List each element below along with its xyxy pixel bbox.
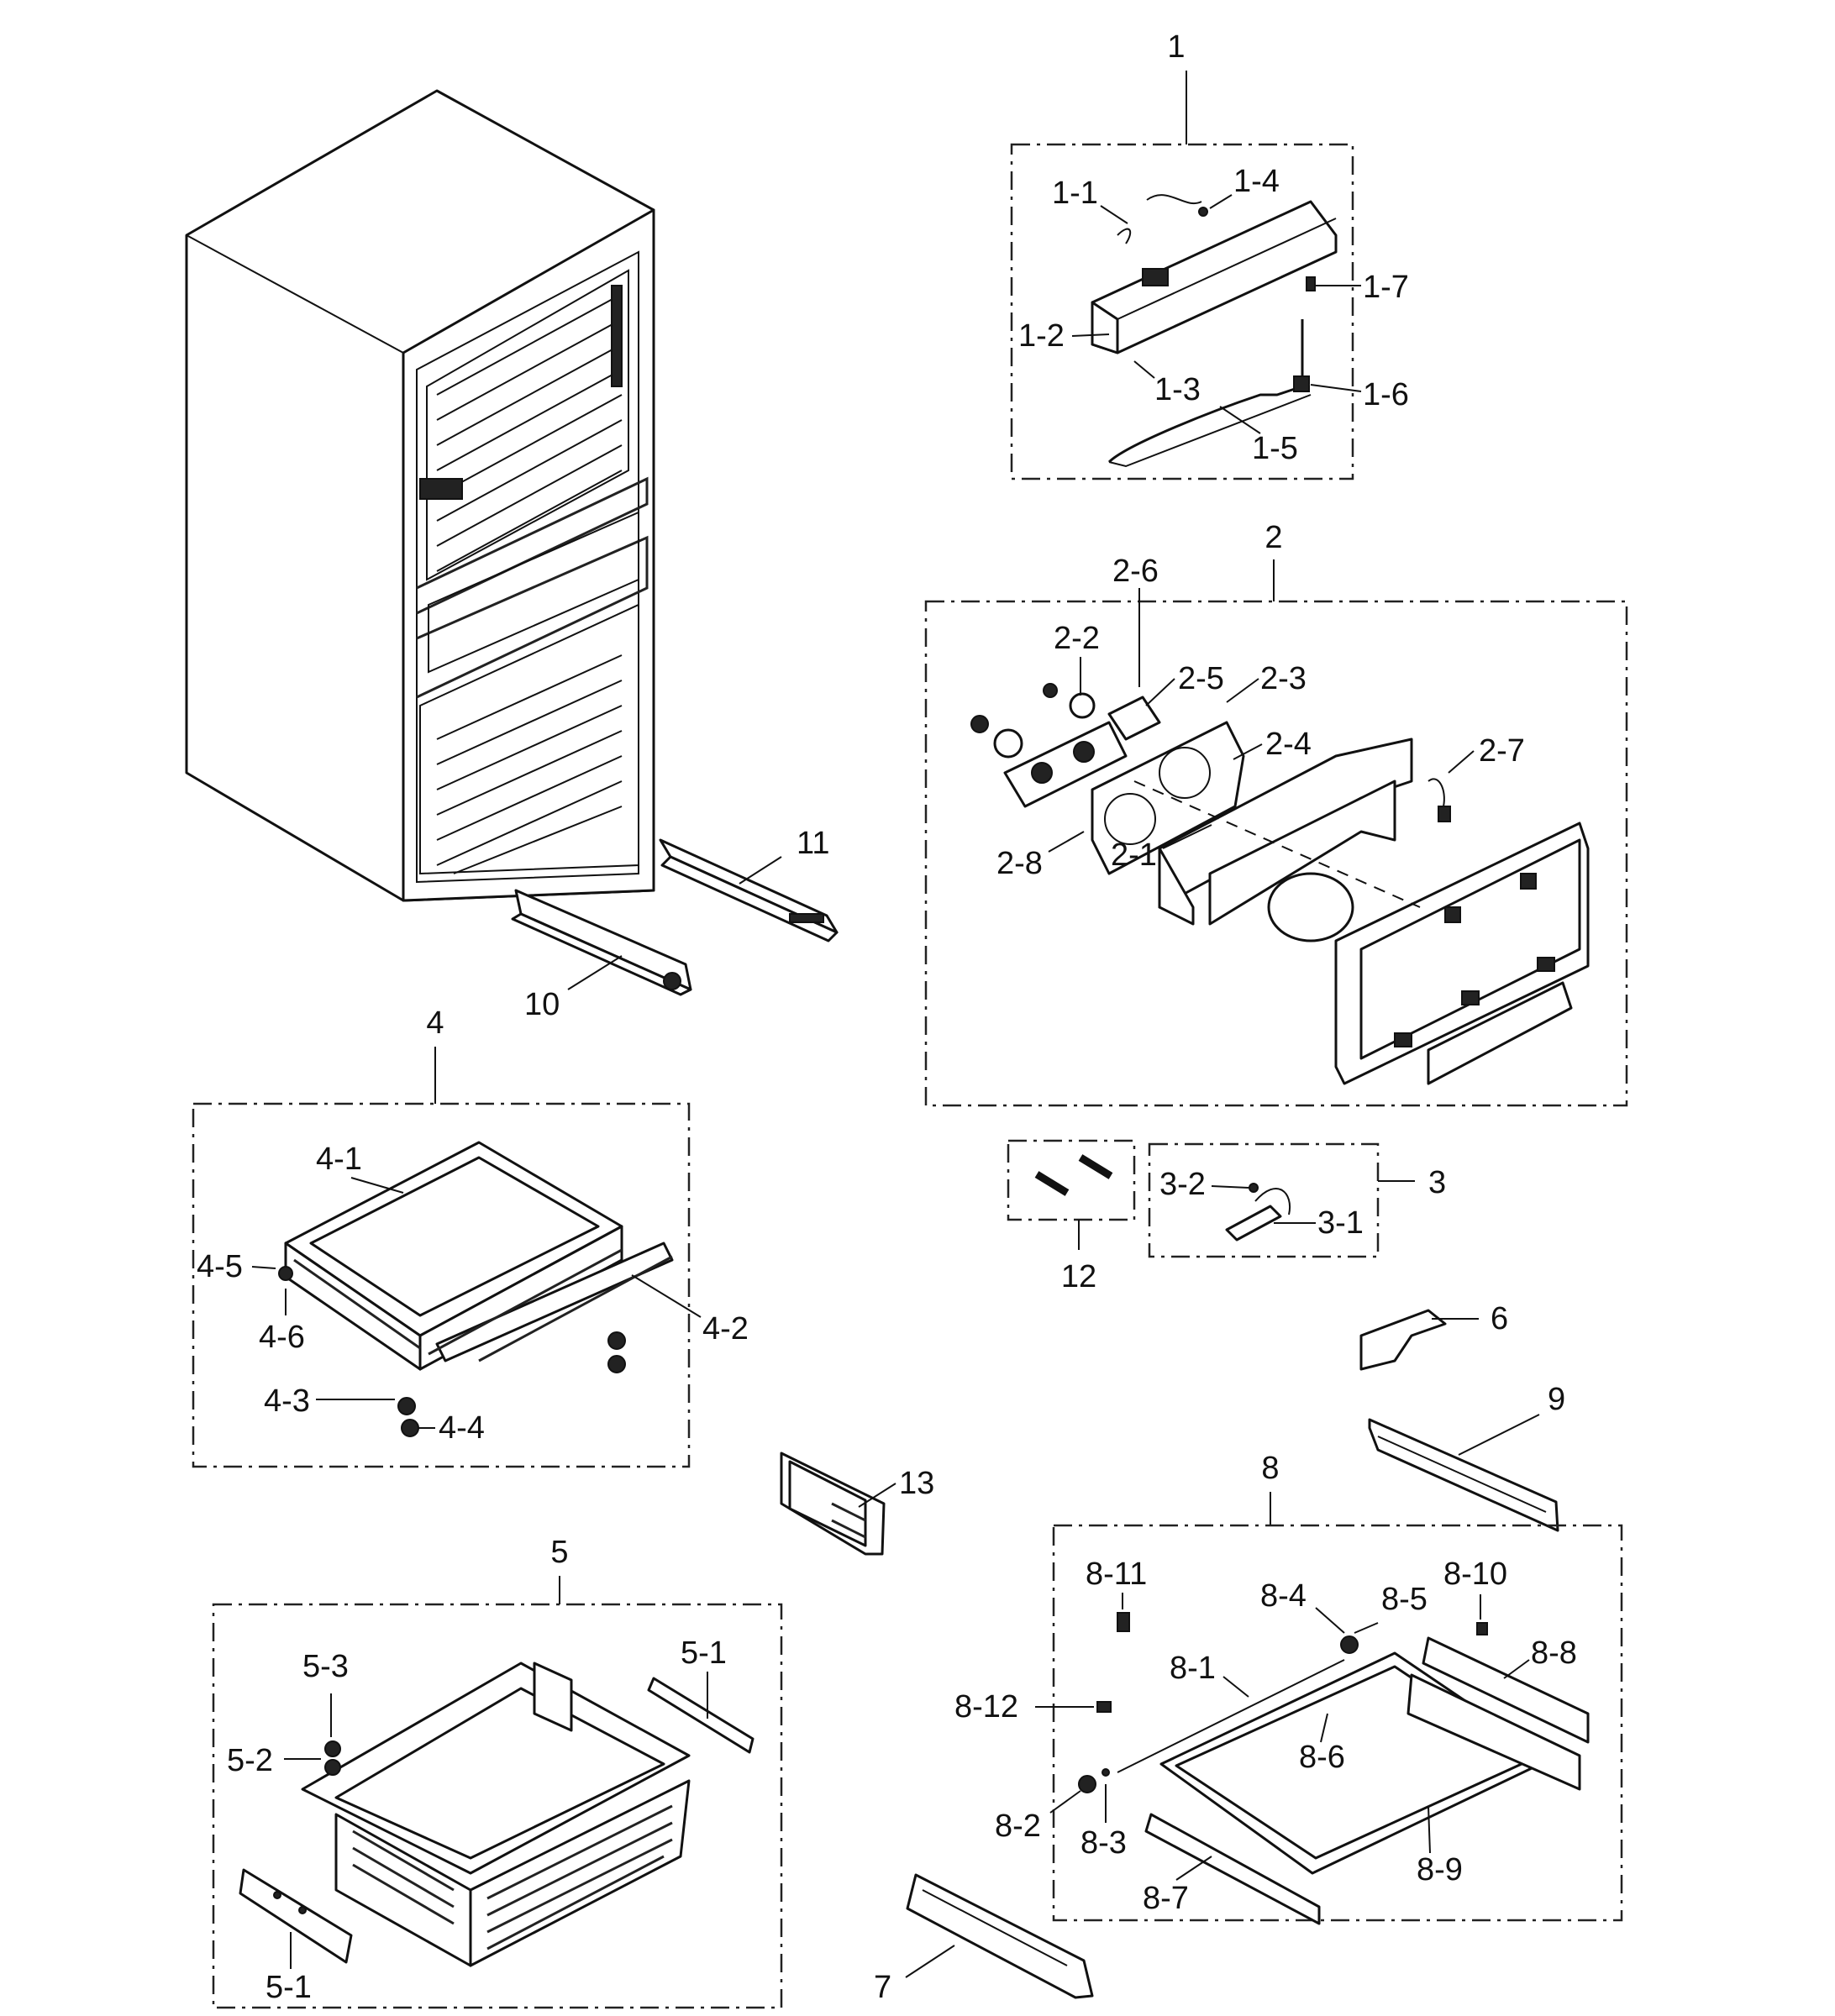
label-2-7: 2-7 (1479, 733, 1525, 769)
label-1-2: 1-2 (1018, 318, 1065, 354)
label-5-3: 5-3 (302, 1649, 349, 1684)
drawer-basket-icon (301, 1662, 691, 1967)
group-12: 12 (1007, 1139, 1136, 1294)
label-1: 1 (1167, 29, 1185, 65)
label-2-8: 2-8 (996, 846, 1043, 881)
label-2-5: 2-5 (1178, 661, 1224, 696)
label-8-2: 8-2 (995, 1809, 1041, 1844)
part-8-8-rail (1422, 1636, 1590, 1744)
lower-shelf-grid (436, 654, 623, 874)
label-8-12: 8-12 (954, 1689, 1018, 1725)
label-1-5: 1-5 (1252, 431, 1298, 466)
label-8-8: 8-8 (1531, 1635, 1577, 1671)
label-2-3: 2-3 (1260, 661, 1307, 696)
shelf-icon (1117, 1651, 1581, 1925)
group-5: 5 5-3 (212, 1535, 783, 2009)
label-11: 11 (797, 826, 829, 861)
label-8-3: 8-3 (1080, 1825, 1127, 1861)
label-13: 13 (899, 1466, 934, 1501)
label-12: 12 (1061, 1259, 1096, 1294)
label-8-11: 8-11 (1086, 1557, 1147, 1592)
upper-shelf-grid (436, 293, 623, 572)
label-1-1: 1-1 (1052, 176, 1098, 211)
label-4-6: 4-6 (259, 1320, 305, 1355)
label-1-7: 1-7 (1363, 270, 1409, 305)
label-3-1: 3-1 (1317, 1205, 1364, 1241)
group-1: 1 1-1 1-4 1-7 1-2 1-3 1-6 1-5 (1010, 29, 1409, 480)
label-1-3: 1-3 (1154, 372, 1201, 407)
label-8: 8 (1261, 1451, 1279, 1486)
label-4: 4 (426, 1005, 444, 1041)
group-8: 8 8-11 8-4 8-5 8-10 8-8 8-1 8-12 (954, 1451, 1623, 1925)
refrigerator-cabinet-icon (185, 89, 655, 902)
fan-assembly-icon (970, 683, 1245, 875)
label-8-5: 8-5 (1381, 1582, 1428, 1617)
label-8-7: 8-7 (1143, 1881, 1189, 1916)
label-2: 2 (1265, 520, 1282, 555)
label-1-6: 1-6 (1363, 377, 1409, 412)
label-4-2: 4-2 (702, 1311, 749, 1347)
drawer-basket-icon (284, 1141, 674, 1371)
label-8-6: 8-6 (1299, 1740, 1345, 1775)
part-6: 6 (1359, 1301, 1508, 1371)
label-5-2: 5-2 (227, 1743, 273, 1778)
group-2: 2 (924, 520, 1628, 1107)
label-1-4: 1-4 (1233, 164, 1280, 199)
basket-grid (352, 1804, 673, 1950)
label-3-2: 3-2 (1159, 1167, 1206, 1202)
label-5-1-top: 5-1 (681, 1635, 727, 1671)
label-4-5: 4-5 (197, 1249, 243, 1284)
label-5: 5 (550, 1535, 568, 1570)
label-4-3: 4-3 (264, 1383, 310, 1419)
label-8-1: 8-1 (1170, 1651, 1216, 1686)
group-3: 3-2 3-1 3 (1148, 1142, 1446, 1258)
label-5-1-bottom: 5-1 (266, 1970, 312, 2005)
label-7: 7 (874, 1970, 891, 2005)
part-11-rail: 11 (659, 826, 839, 942)
label-8-4: 8-4 (1260, 1578, 1307, 1614)
group-4: 4 4-1 4-5 4-6 4-2 4-3 4-4 (192, 1005, 749, 1468)
label-4-4: 4-4 (439, 1410, 485, 1446)
part-13: 13 (780, 1452, 934, 1556)
label-2-2: 2-2 (1054, 621, 1100, 656)
label-2-1: 2-1 (1111, 837, 1157, 873)
part-5-1-bracket-top (647, 1677, 755, 1754)
control-box (1334, 822, 1590, 1085)
label-8-10: 8-10 (1443, 1557, 1507, 1592)
label-3: 3 (1428, 1165, 1446, 1200)
label-8-9: 8-9 (1417, 1852, 1463, 1887)
label-4-1: 4-1 (316, 1142, 362, 1177)
part-5-1-bracket-bottom (239, 1868, 353, 1964)
label-6: 6 (1491, 1301, 1508, 1336)
label-2-4: 2-4 (1265, 727, 1312, 762)
label-2-6: 2-6 (1112, 554, 1159, 589)
label-10: 10 (524, 987, 560, 1022)
part-10-rail: 10 (511, 889, 692, 1022)
label-9: 9 (1548, 1382, 1565, 1417)
part-9-rail: 9 (1368, 1382, 1565, 1532)
part-7: 7 (874, 1873, 1094, 2005)
